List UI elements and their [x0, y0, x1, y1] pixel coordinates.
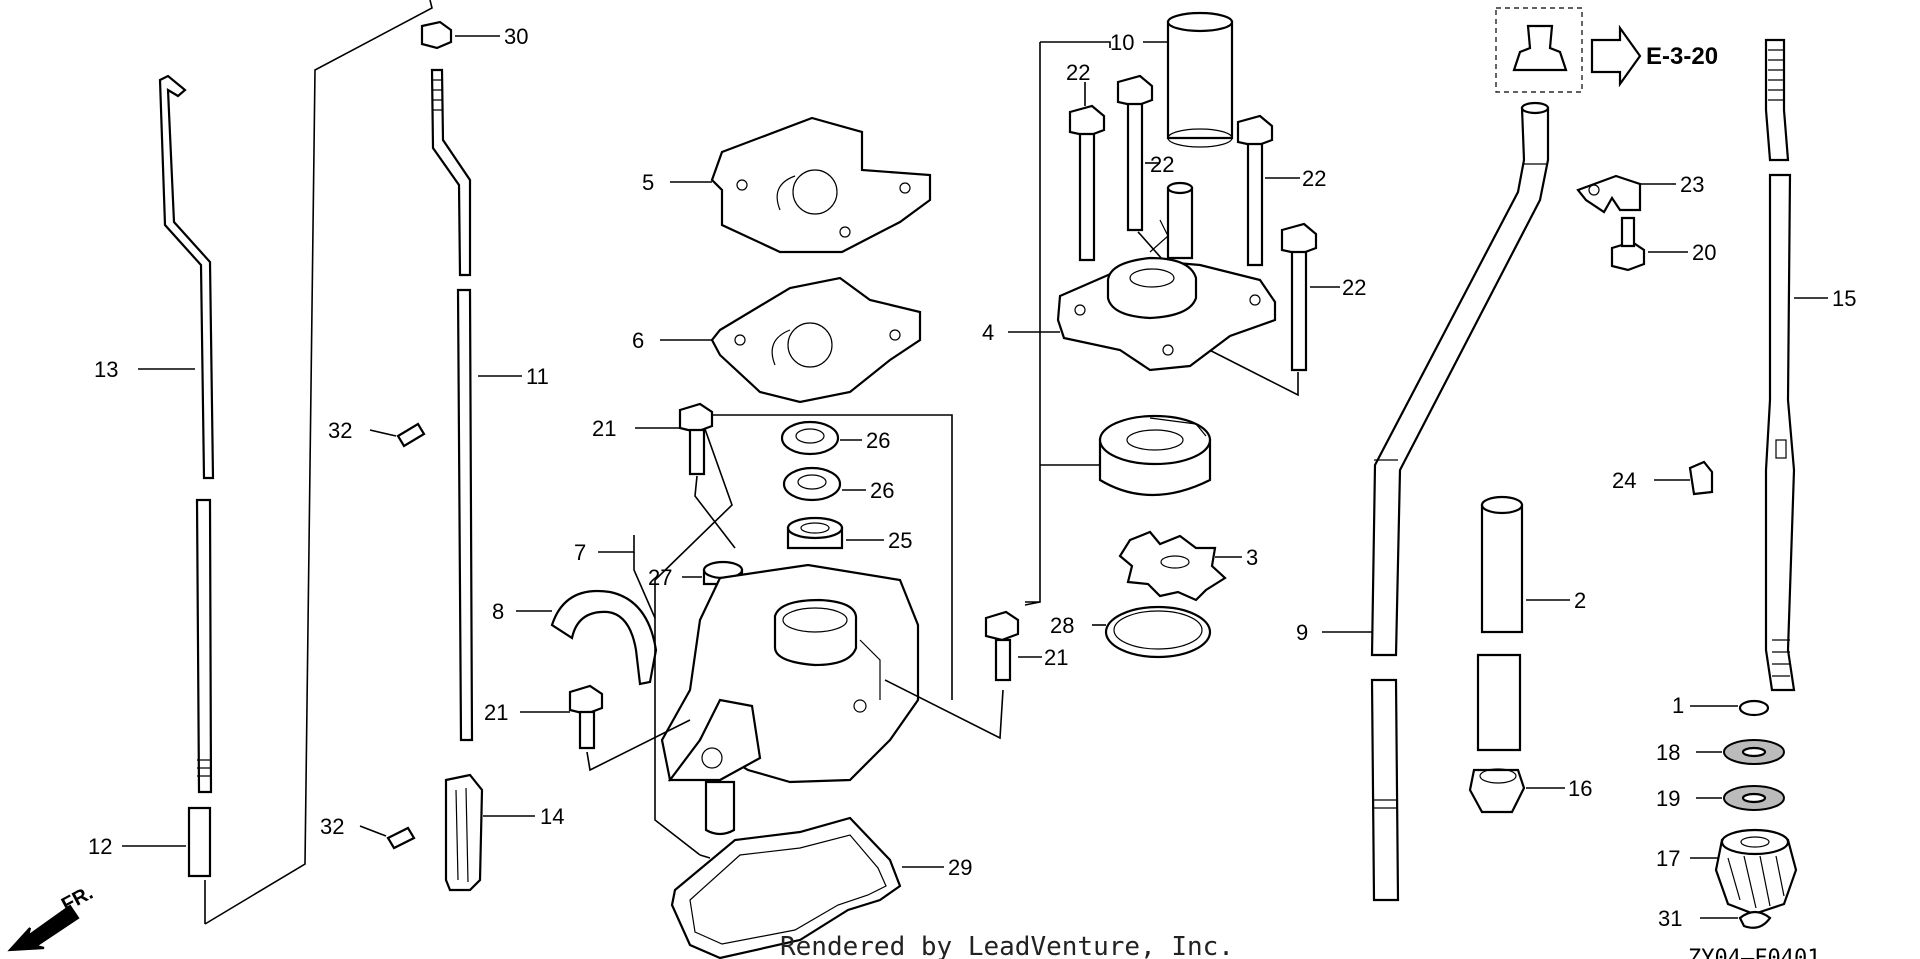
label-part-28: 28 — [1050, 613, 1074, 638]
part-7-pump-housing[interactable] — [660, 563, 920, 836]
label-part-9: 9 — [1296, 620, 1308, 645]
part-20-bolt[interactable] — [1610, 216, 1646, 272]
part-29-gasket[interactable] — [670, 816, 902, 959]
label-part-3: 3 — [1246, 545, 1258, 570]
part-30-nut[interactable] — [420, 20, 453, 50]
label-part-32-upper: 32 — [328, 418, 352, 443]
part-19-washer[interactable] — [1723, 785, 1785, 811]
part-6-gasket[interactable] — [710, 276, 922, 404]
label-part-19: 19 — [1656, 786, 1680, 811]
label-part-12: 12 — [88, 834, 112, 859]
part-21-bolt-lower[interactable] — [568, 684, 604, 750]
label-part-17: 17 — [1656, 846, 1680, 871]
label-part-1: 1 — [1672, 693, 1684, 718]
part-1-circlip[interactable] — [1738, 699, 1770, 717]
label-part-16: 16 — [1568, 776, 1592, 801]
pump-liner[interactable] — [1098, 414, 1212, 496]
part-26-bearing-lower[interactable] — [782, 466, 842, 502]
label-part-6: 6 — [632, 328, 644, 353]
diagram-code: ZY04—F0401 — [1688, 946, 1820, 959]
part-21-bolt-right[interactable] — [984, 610, 1020, 682]
reference-label[interactable]: E-3-20 — [1646, 43, 1718, 70]
part-22-bolt-d[interactable] — [1280, 222, 1318, 372]
label-part-24: 24 — [1612, 468, 1636, 493]
part-22-bolt-c[interactable] — [1236, 114, 1274, 267]
part-28-o-ring[interactable] — [1104, 605, 1212, 659]
part-25-bearing[interactable] — [786, 516, 844, 550]
label-part-30: 30 — [504, 24, 528, 49]
part-31-clip[interactable] — [1738, 910, 1772, 929]
part-11-rod[interactable] — [430, 68, 474, 742]
front-direction-arrow — [7, 904, 80, 952]
part-10-sleeve[interactable] — [1166, 11, 1234, 148]
label-part-5: 5 — [642, 170, 654, 195]
part-26-bearing-upper[interactable] — [780, 420, 840, 456]
part-18-washer[interactable] — [1723, 739, 1785, 765]
part-32-pin-lower[interactable] — [386, 826, 416, 850]
label-part-22-b: 22 — [1150, 152, 1174, 177]
label-part-32-lower: 32 — [320, 814, 344, 839]
label-part-22-d: 22 — [1342, 275, 1366, 300]
part-21-bolt-upper[interactable] — [678, 402, 714, 476]
label-part-11: 11 — [526, 364, 549, 389]
label-part-2: 2 — [1574, 588, 1586, 613]
part-5-plate[interactable] — [710, 116, 932, 254]
label-part-13: 13 — [94, 357, 118, 382]
part-15-drive-shaft[interactable] — [1764, 38, 1796, 692]
label-part-10: 10 — [1110, 30, 1134, 55]
label-part-7: 7 — [574, 540, 586, 565]
part-22-bolt-b[interactable] — [1116, 74, 1154, 232]
credit-text: Rendered by LeadVenture, Inc. — [780, 932, 1234, 959]
part-24-clip[interactable] — [1688, 460, 1714, 496]
label-part-29: 29 — [948, 855, 972, 880]
label-part-21-right: 21 — [1044, 645, 1068, 670]
label-part-27: 27 — [648, 565, 672, 590]
part-3-impeller[interactable] — [1118, 530, 1227, 602]
label-part-22-a: 22 — [1066, 60, 1090, 85]
label-part-21-lower: 21 — [484, 700, 508, 725]
label-part-15: 15 — [1832, 286, 1856, 311]
label-part-20: 20 — [1692, 240, 1716, 265]
label-part-31: 31 — [1658, 906, 1682, 931]
label-part-8: 8 — [492, 599, 504, 624]
label-part-26-upper: 26 — [866, 428, 890, 453]
label-part-22-c: 22 — [1302, 166, 1326, 191]
part-17-pinion-gear[interactable] — [1714, 828, 1798, 916]
label-part-21-upper: 21 — [592, 416, 616, 441]
part-16-grommet[interactable] — [1468, 768, 1526, 814]
part-4-pump-case[interactable] — [1056, 181, 1277, 372]
part-9-shift-rod[interactable] — [1370, 101, 1550, 902]
part-13-rod[interactable] — [158, 74, 215, 878]
part-22-bolt-a[interactable] — [1068, 104, 1106, 262]
part-8-seal[interactable] — [550, 589, 658, 686]
part-32-pin-upper[interactable] — [396, 422, 426, 448]
part-2-tube[interactable] — [1476, 495, 1524, 752]
label-part-23: 23 — [1680, 172, 1704, 197]
label-part-4: 4 — [982, 320, 994, 345]
part-23-plate[interactable] — [1576, 174, 1642, 214]
label-part-14: 14 — [540, 804, 564, 829]
label-part-18: 18 — [1656, 740, 1680, 765]
part-14-bracket[interactable] — [444, 773, 484, 892]
label-part-25: 25 — [888, 528, 912, 553]
reference-callout[interactable] — [1495, 7, 1642, 93]
label-part-26-lower: 26 — [870, 478, 894, 503]
